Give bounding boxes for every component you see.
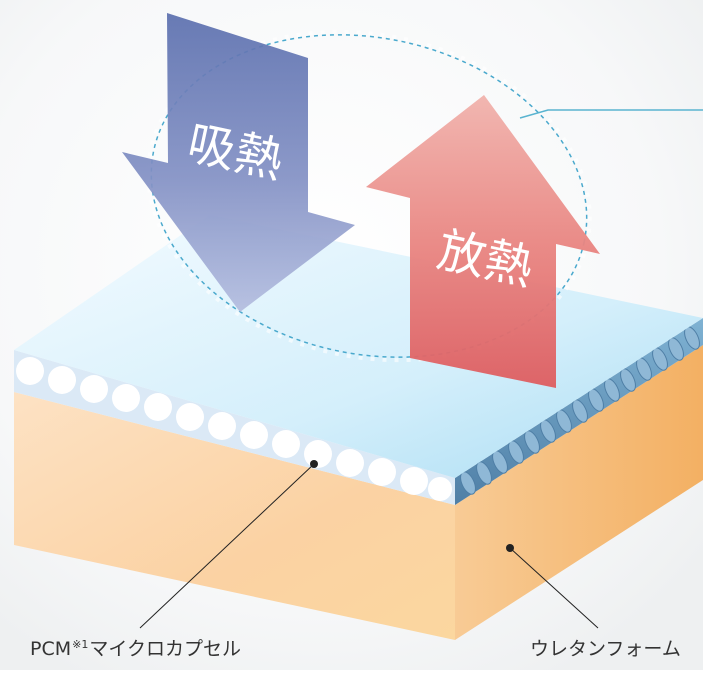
top-surface (14, 215, 703, 478)
pcm-leader-line (139, 463, 315, 629)
urethane-leader-dot (506, 544, 514, 552)
pcm-label-rest: マイクロカプセル (89, 638, 241, 660)
pcm-label-main: PCM (30, 638, 72, 660)
pcm-label-note: ※1 (72, 638, 89, 651)
absorb-heat-arrow (122, 13, 355, 312)
urethane-right-face (455, 345, 703, 640)
urethane-front-face (14, 392, 455, 640)
callout-line (519, 109, 703, 119)
pcm-microcapsule-label: PCM※1マイクロカプセル (30, 634, 241, 661)
pcm-capsule-row-front (16, 357, 452, 501)
pcm-leader-dot (310, 460, 318, 468)
urethane-leader-line (509, 547, 599, 629)
urethane-foam-label: ウレタンフォーム (530, 638, 681, 660)
release-heat-arrow (366, 95, 600, 388)
